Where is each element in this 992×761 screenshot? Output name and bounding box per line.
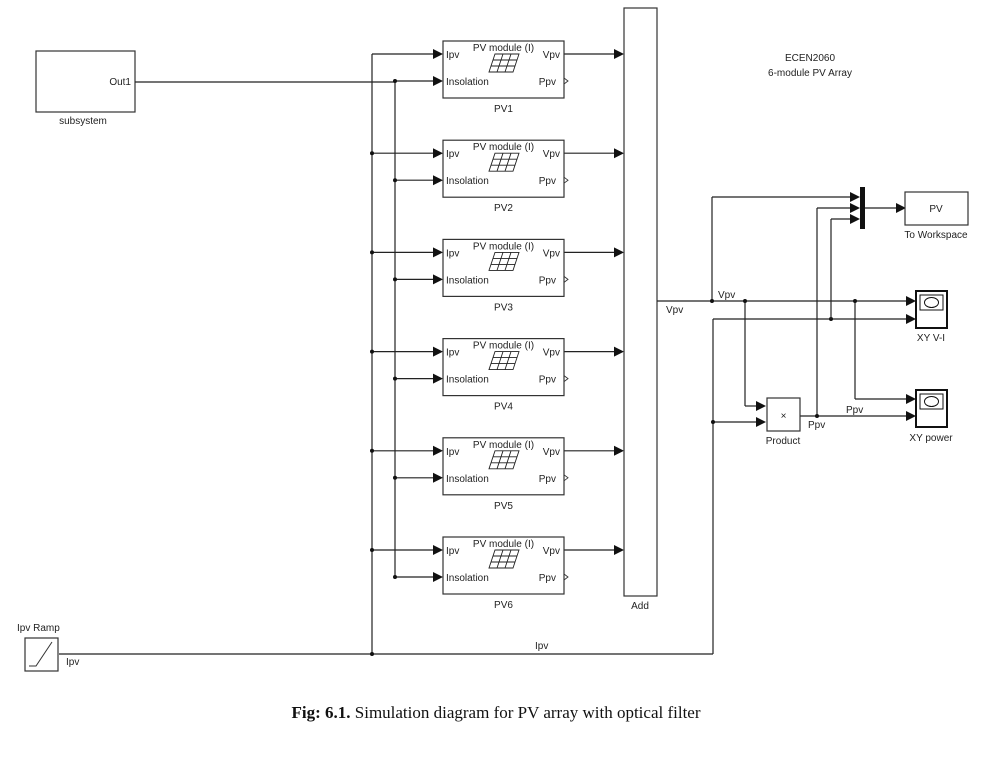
multiply-icon: ×	[781, 411, 787, 422]
product-label: Product	[766, 436, 801, 447]
pv-port-ppv: Ppv	[539, 375, 556, 386]
pv-port-insolation: Insolation	[446, 474, 489, 485]
ipv-wires	[59, 54, 906, 656]
pv-port-vpv: Vpv	[543, 149, 560, 160]
insolation-wires	[135, 81, 396, 577]
scope-screen-icon	[919, 294, 944, 311]
pv-module-label: PV5	[494, 501, 513, 512]
pv-modules: +PV module (I)IpvInsolationVpvPpvPV1+PV …	[370, 40, 634, 611]
pv-module-title: PV module (I)	[473, 440, 534, 451]
pv-port-insolation: Insolation	[446, 375, 489, 386]
pv-port-ppv: Ppv	[539, 176, 556, 187]
vpv-add-out-label: Vpv	[666, 305, 683, 316]
ppv-port-arrow-icon	[563, 276, 569, 283]
add-label: Add	[631, 601, 649, 612]
add-block[interactable]: Add	[623, 7, 658, 612]
ipv-ramp-signal-label: Ipv	[66, 657, 79, 668]
mux-block[interactable]	[860, 187, 865, 229]
pv-port-ppv: Ppv	[539, 474, 556, 485]
pv-port-insolation: Insolation	[446, 275, 489, 286]
ppv-port-arrow-icon	[563, 176, 569, 184]
pv-module-title: PV module (I)	[473, 43, 534, 54]
ppv-scope-label: Ppv	[846, 405, 863, 416]
ramp-icon	[29, 641, 53, 667]
caption-text: Simulation diagram for PV array with opt…	[350, 703, 701, 722]
ppv-port-arrow-icon	[563, 77, 569, 85]
pv-port-vpv: Vpv	[543, 248, 560, 259]
model-subtitle: 6-module PV Array	[768, 68, 852, 79]
caption-label: Fig: 6.1.	[291, 703, 351, 722]
pv-port-insolation: Insolation	[446, 77, 489, 88]
xy-power-label: XY power	[909, 433, 953, 444]
model-title: ECEN2060	[785, 53, 835, 64]
subsystem-label: subsystem	[59, 116, 107, 127]
ipv-ramp-label: Ipv Ramp	[17, 623, 60, 634]
pv-port-insolation: Insolation	[446, 176, 489, 187]
vpv-bus-label: Vpv	[718, 290, 735, 301]
pv-port-ipv: Ipv	[446, 348, 459, 359]
pv-port-insolation: Insolation	[446, 573, 489, 584]
pv-module-label: PV2	[494, 203, 513, 214]
to-workspace-label: To Workspace	[904, 230, 968, 241]
pv-module-label: PV3	[494, 302, 513, 313]
workspace-variable: PV	[929, 204, 943, 215]
pv-port-ipv: Ipv	[446, 447, 459, 458]
pv-port-vpv: Vpv	[543, 447, 560, 458]
pv-port-ppv: Ppv	[539, 275, 556, 286]
xy-vi-scope[interactable]: XY V-I	[915, 290, 948, 344]
xy-vi-label: XY V-I	[917, 333, 945, 344]
pv-port-ipv: Ipv	[446, 546, 459, 557]
subsystem-block[interactable]: Out1 subsystem	[35, 50, 136, 127]
pv-module-label: PV1	[494, 104, 513, 115]
pv-port-ipv: Ipv	[446, 149, 459, 160]
simulink-diagram: ECEN2060 6-module PV Array Out1 subsyste…	[17, 7, 969, 672]
pv-module-title: PV module (I)	[473, 341, 534, 352]
pv-port-vpv: Vpv	[543, 348, 560, 359]
ppv-port-arrow-icon	[563, 573, 569, 581]
figure-caption: Fig: 6.1. Simulation diagram for PV arra…	[0, 703, 992, 723]
pv-module-label: PV4	[494, 402, 513, 413]
ipv-ramp-block[interactable]: Ipv Ramp	[17, 623, 60, 672]
pv-port-vpv: Vpv	[543, 546, 560, 557]
ppv-port-arrow-icon	[563, 474, 569, 482]
pv-module-title: PV module (I)	[473, 241, 534, 252]
pv-module-label: PV6	[494, 600, 513, 611]
ipv-signal-label: Ipv	[535, 641, 548, 652]
pv-port-ipv: Ipv	[446, 50, 459, 61]
pv-port-vpv: Vpv	[543, 50, 560, 61]
subsystem-out-port: Out1	[109, 77, 131, 88]
to-workspace-block[interactable]: PV To Workspace	[904, 191, 969, 241]
ppv-port-arrow-icon	[563, 375, 569, 382]
ppv-out-label: Ppv	[808, 420, 825, 431]
product-block[interactable]: × Product	[766, 397, 801, 447]
pv-module-title: PV module (I)	[473, 142, 534, 153]
pv-port-ipv: Ipv	[446, 248, 459, 259]
vpv-wires	[657, 192, 916, 427]
xy-power-scope[interactable]: XY power	[909, 389, 953, 444]
scope-screen-icon	[919, 393, 944, 410]
pv-port-ppv: Ppv	[539, 573, 556, 584]
pv-port-ppv: Ppv	[539, 77, 556, 88]
pv-module-title: PV module (I)	[473, 539, 534, 550]
